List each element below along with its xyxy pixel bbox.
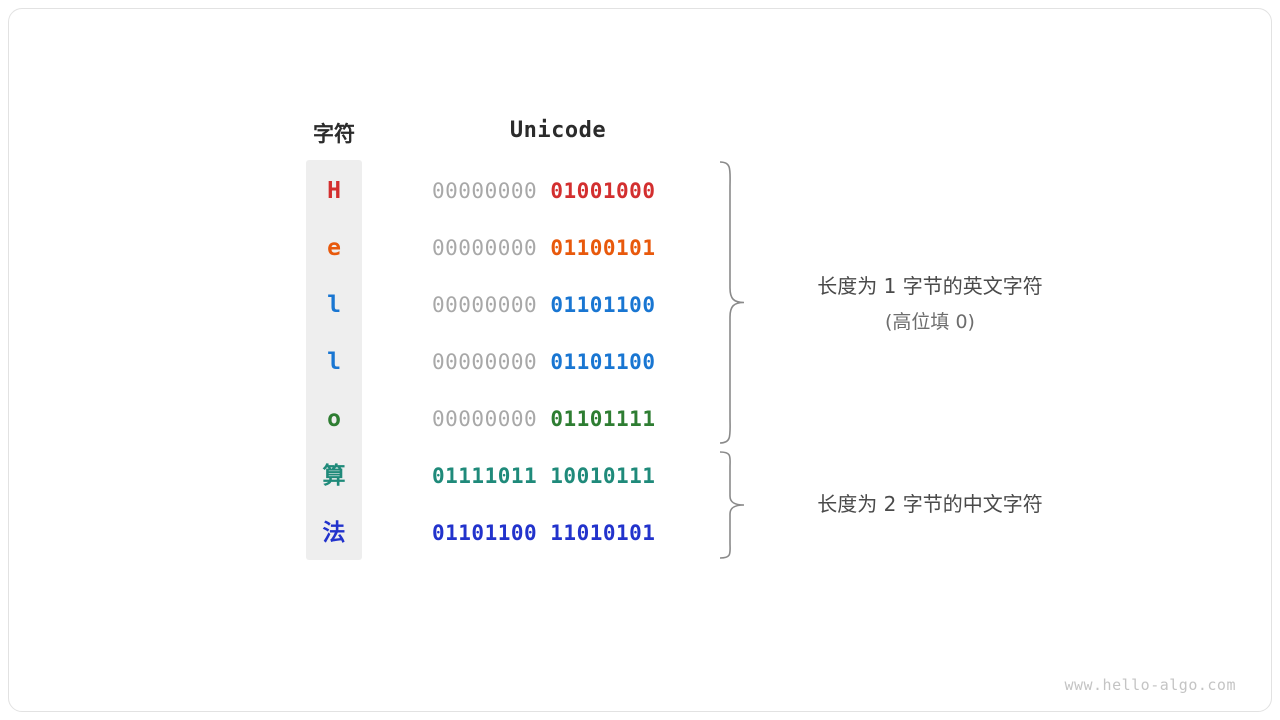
row-unicode-bits: 01111011 10010111 (432, 448, 655, 505)
group-brace-1-byte (718, 160, 748, 445)
watermark: www.hello-algo.com (1064, 676, 1236, 694)
table-row: H 00000000 01001000 (306, 163, 706, 220)
row-character: H (327, 178, 341, 204)
column-header-unicode: Unicode (509, 118, 607, 143)
row-character: l (327, 349, 341, 375)
table-row: e 00000000 01100101 (306, 220, 706, 277)
annotation-two-byte-line1: 长度为 2 字节的中文字符 (817, 492, 1043, 516)
group-brace-2-byte (718, 450, 748, 560)
row-unicode-bits: 00000000 01100101 (432, 220, 655, 277)
row-unicode-bits: 00000000 01101100 (432, 277, 655, 334)
table-row: o 00000000 01101111 (306, 391, 706, 448)
row-padding-bits: 00000000 (432, 293, 538, 317)
row-value-bits: 01100101 (550, 236, 656, 260)
row-value-bits: 01101100 (550, 350, 656, 374)
column-header-char: 字符 (313, 122, 355, 146)
row-character: e (327, 235, 341, 261)
row-value-bits: 01101100 (550, 293, 656, 317)
table-row: 算 01111011 10010111 (306, 448, 706, 505)
row-character: 法 (322, 520, 346, 546)
annotation-one-byte-line2: (高位填 0) (885, 311, 975, 333)
annotation-two-byte: 长度为 2 字节的中文字符 (760, 488, 1100, 517)
row-padding-bits: 00000000 (432, 236, 538, 260)
row-character: 算 (322, 463, 346, 489)
row-unicode-bits: 00000000 01101111 (432, 391, 655, 448)
table-row: l 00000000 01101100 (306, 277, 706, 334)
row-padding-bits: 00000000 (432, 407, 538, 431)
row-unicode-bits: 01101100 11010101 (432, 505, 655, 562)
row-value-bits: 01001000 (550, 179, 656, 203)
row-unicode-bits: 00000000 01101100 (432, 334, 655, 391)
table-row: l 00000000 01101100 (306, 334, 706, 391)
row-value-bits: 01111011 10010111 (432, 464, 656, 488)
diagram-frame (8, 8, 1272, 712)
row-value-bits: 01101111 (550, 407, 656, 431)
row-character: o (327, 406, 341, 432)
char-column-background (306, 160, 362, 560)
table-row: 法 01101100 11010101 (306, 505, 706, 562)
row-value-bits: 01101100 11010101 (432, 521, 656, 545)
row-padding-bits: 00000000 (432, 179, 538, 203)
annotation-one-byte-line1: 长度为 1 字节的英文字符 (817, 274, 1043, 298)
row-character: l (327, 292, 341, 318)
annotation-one-byte: 长度为 1 字节的英文字符 (高位填 0) (760, 268, 1100, 340)
row-padding-bits: 00000000 (432, 350, 538, 374)
row-unicode-bits: 00000000 01001000 (432, 163, 655, 220)
